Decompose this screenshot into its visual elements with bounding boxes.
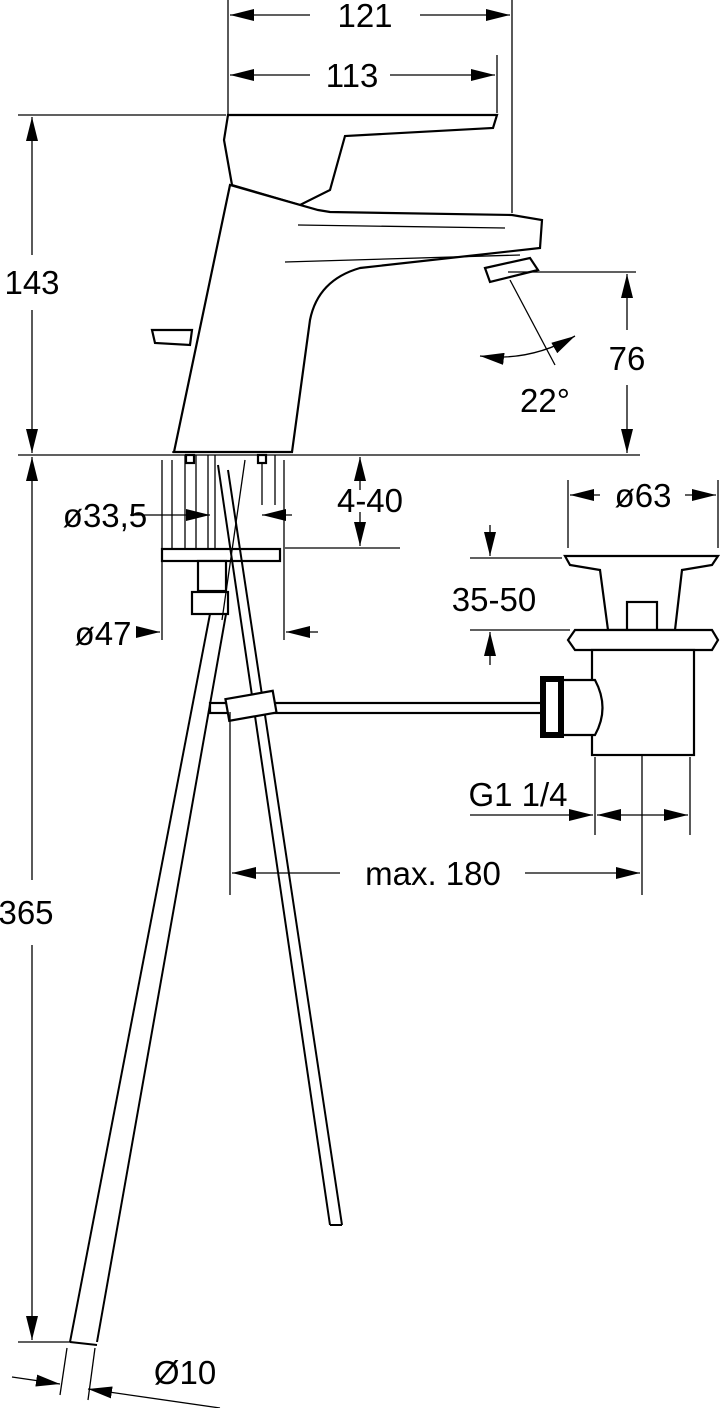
dim-22-degrees: 22° bbox=[520, 382, 570, 419]
dim-hose-diameter: Ø10 bbox=[154, 1354, 216, 1391]
dim-waste-height: 35-50 bbox=[452, 581, 536, 618]
dim-113: 113 bbox=[326, 57, 379, 94]
dimension-labels: 121 113 143 76 22° ø33,5 4-40 ø63 35-50 … bbox=[0, 0, 671, 1391]
popup-knob bbox=[150, 328, 194, 347]
dim-143: 143 bbox=[4, 264, 59, 301]
dimension-lines bbox=[11, 0, 719, 1408]
rod-clamp bbox=[224, 689, 278, 723]
faucet-spout bbox=[172, 183, 544, 454]
dim-hose-length: 365 bbox=[0, 894, 54, 931]
dim-deck-thickness: 4-40 bbox=[337, 482, 403, 519]
dim-rod-length: max. 180 bbox=[365, 855, 501, 892]
dim-waste-thread: G1 1/4 bbox=[468, 776, 567, 813]
waste-drain bbox=[540, 554, 720, 757]
aerator bbox=[483, 256, 540, 284]
dim-flange-diameter: ø63 bbox=[615, 477, 672, 514]
mounting-assembly bbox=[160, 453, 285, 640]
hex-nut bbox=[190, 590, 230, 616]
dim-shank-diameter: ø33,5 bbox=[63, 497, 147, 534]
dim-76: 76 bbox=[609, 340, 646, 377]
faucet-body bbox=[150, 113, 544, 454]
dim-hole-diameter: ø47 bbox=[75, 615, 132, 652]
popup-rod bbox=[208, 689, 547, 723]
dim-121: 121 bbox=[337, 0, 392, 34]
fixing-plate bbox=[160, 547, 282, 563]
lever-handle bbox=[222, 113, 499, 207]
flexible-hoses bbox=[69, 459, 343, 1346]
